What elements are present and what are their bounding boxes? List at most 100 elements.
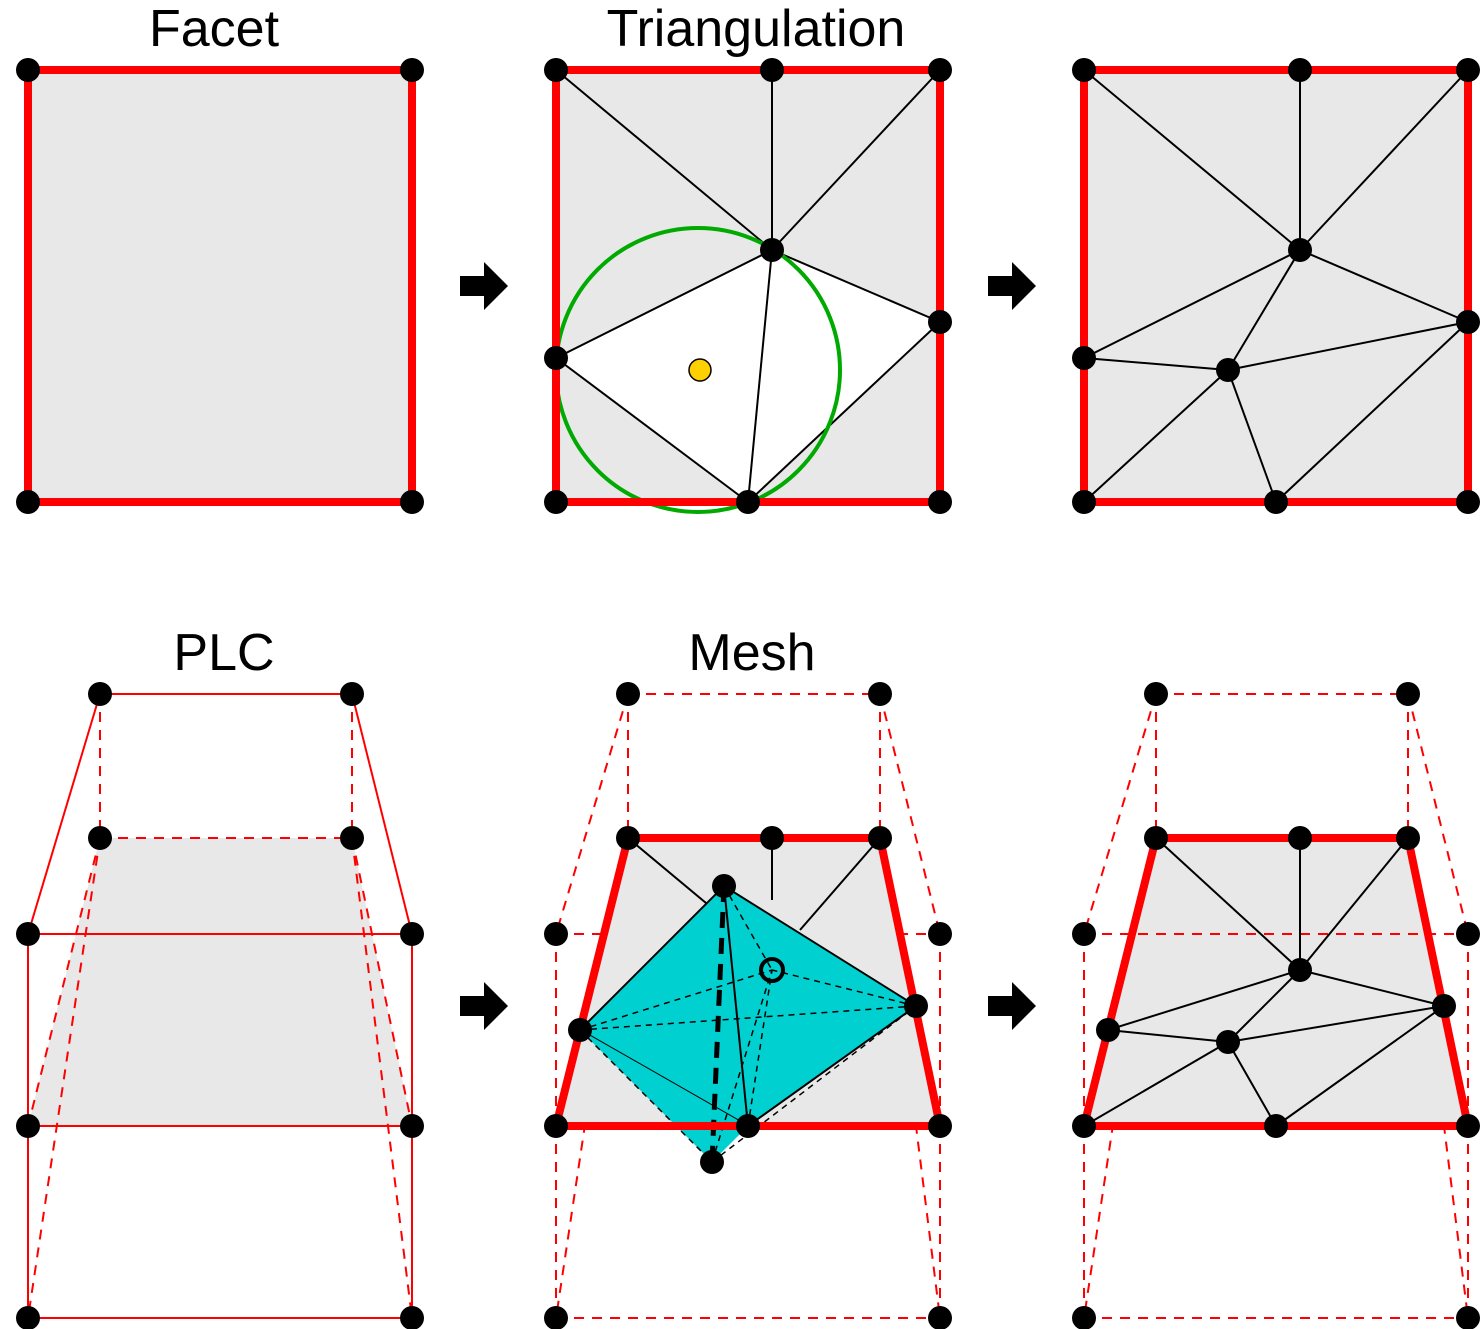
vertex bbox=[904, 994, 928, 1018]
cavity-region bbox=[556, 250, 940, 502]
vertex bbox=[1288, 58, 1312, 82]
refined-triangulation-panel bbox=[1072, 58, 1480, 514]
plc-hidden-edges bbox=[27, 694, 413, 1319]
vertex bbox=[16, 1114, 40, 1138]
triangulation-vertices bbox=[544, 58, 952, 514]
plc-facet bbox=[28, 838, 412, 1126]
vertex bbox=[1288, 238, 1312, 262]
refined-mesh-panel bbox=[1072, 682, 1480, 1329]
vertex bbox=[16, 490, 40, 514]
vertex bbox=[868, 826, 892, 850]
vertex bbox=[928, 490, 952, 514]
right-arrow-icon bbox=[988, 262, 1036, 310]
vertex bbox=[760, 826, 784, 850]
vertex bbox=[736, 1114, 760, 1138]
vertex bbox=[1264, 1114, 1288, 1138]
facet-face bbox=[28, 70, 412, 502]
vertex bbox=[1144, 682, 1168, 706]
vertex bbox=[88, 826, 112, 850]
vertex bbox=[340, 826, 364, 850]
tetra-axis-dashed bbox=[709, 885, 727, 1163]
vertex bbox=[1216, 358, 1240, 382]
vertex bbox=[16, 58, 40, 82]
refined-face bbox=[1084, 70, 1468, 502]
vertex bbox=[1396, 826, 1420, 850]
vertex bbox=[928, 1306, 952, 1329]
triangulation-label: Triangulation bbox=[607, 0, 906, 58]
vertex bbox=[400, 58, 424, 82]
vertex bbox=[400, 922, 424, 946]
circumcenter-marker bbox=[759, 957, 785, 983]
vertex bbox=[544, 922, 568, 946]
vertex bbox=[616, 826, 640, 850]
vertex bbox=[712, 874, 736, 898]
vertex bbox=[1072, 1306, 1096, 1329]
right-arrow-icon bbox=[460, 262, 508, 310]
vertex bbox=[1456, 922, 1480, 946]
vertex bbox=[616, 682, 640, 706]
vertex bbox=[1456, 490, 1480, 514]
vertex bbox=[1432, 994, 1456, 1018]
vertex bbox=[1456, 1114, 1480, 1138]
vertex bbox=[928, 58, 952, 82]
vertex bbox=[928, 310, 952, 334]
vertex bbox=[400, 1306, 424, 1329]
refined-mesh-facet bbox=[1084, 838, 1468, 1126]
tetrahedron bbox=[578, 884, 918, 1163]
vertex bbox=[1072, 490, 1096, 514]
vertex bbox=[1456, 58, 1480, 82]
vertex bbox=[16, 1306, 40, 1329]
circumcenter-point bbox=[688, 358, 712, 382]
right-arrow-icon bbox=[460, 982, 508, 1030]
vertex bbox=[1456, 1306, 1480, 1329]
vertex bbox=[928, 922, 952, 946]
vertex bbox=[400, 490, 424, 514]
plc-panel: PLC bbox=[16, 624, 424, 1329]
vertex bbox=[760, 58, 784, 82]
vertex bbox=[544, 490, 568, 514]
vertex bbox=[400, 1114, 424, 1138]
vertex bbox=[1288, 826, 1312, 850]
vertex bbox=[1216, 1030, 1240, 1054]
vertex bbox=[1072, 346, 1096, 370]
vertex bbox=[928, 1114, 952, 1138]
vertex bbox=[1456, 310, 1480, 334]
plc-vertices bbox=[16, 682, 424, 1329]
vertex bbox=[568, 1018, 592, 1042]
vertex bbox=[760, 238, 784, 262]
vertex bbox=[340, 682, 364, 706]
vertex bbox=[736, 490, 760, 514]
refined-mesh-vertices bbox=[1072, 682, 1480, 1329]
facet-panel: Facet bbox=[16, 0, 424, 514]
vertex bbox=[1096, 1018, 1120, 1042]
vertex bbox=[544, 1114, 568, 1138]
vertex bbox=[88, 682, 112, 706]
vertex bbox=[1144, 826, 1168, 850]
facet-boundary bbox=[24, 66, 416, 506]
mesh-vertices bbox=[544, 682, 952, 1329]
vertex bbox=[1072, 58, 1096, 82]
vertex bbox=[868, 682, 892, 706]
tetra-edge bbox=[723, 885, 749, 1127]
refined-edges bbox=[1083, 69, 1469, 503]
refined-vertices bbox=[1072, 58, 1480, 514]
refined-mesh-edges bbox=[1083, 837, 1445, 1127]
vertex bbox=[700, 1150, 724, 1174]
vertex bbox=[1264, 490, 1288, 514]
mesh-panel: Mesh bbox=[544, 624, 952, 1329]
triangulation-panel: Triangulation bbox=[544, 0, 952, 514]
vertex bbox=[16, 922, 40, 946]
vertex bbox=[1288, 958, 1312, 982]
vertex bbox=[1396, 682, 1420, 706]
facet-label: Facet bbox=[149, 0, 280, 58]
plc-label: PLC bbox=[173, 624, 274, 682]
vertex bbox=[1072, 1114, 1096, 1138]
triangulation-edges bbox=[555, 69, 941, 503]
mesh-label: Mesh bbox=[688, 624, 815, 682]
facet-vertices bbox=[16, 58, 424, 514]
vertex bbox=[1072, 922, 1096, 946]
vertex bbox=[544, 1306, 568, 1329]
vertex bbox=[544, 58, 568, 82]
right-arrow-icon bbox=[988, 982, 1036, 1030]
